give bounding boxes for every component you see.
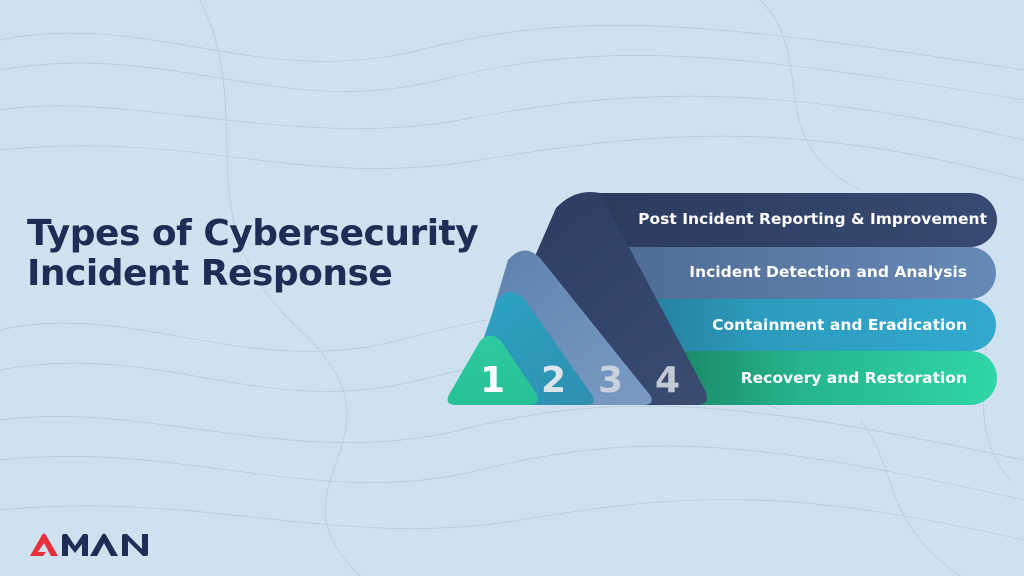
bar-step-3 — [600, 247, 996, 299]
triangle-step-1 — [447, 335, 538, 405]
step-number-1: 1 — [480, 360, 506, 401]
step-number-3: 3 — [598, 360, 624, 401]
bar-label-step-3: Incident Detection and Analysis — [689, 263, 967, 281]
title-line-1: Types of Cybersecurity — [27, 213, 479, 254]
bar-label-step-4: Post Incident Reporting & Improvement — [638, 210, 987, 228]
bar-label-step-1: Recovery and Restoration — [740, 369, 967, 387]
bar-step-2 — [600, 299, 996, 351]
title-line-2: Incident Response — [27, 253, 393, 294]
step-number-4: 4 — [655, 360, 681, 401]
bar-label-step-2: Containment and Eradication — [712, 316, 967, 334]
step-number-2: 2 — [541, 360, 567, 401]
bar-step-4 — [600, 193, 997, 247]
bar-step-1 — [640, 351, 997, 405]
logo-mark-icon — [30, 533, 148, 556]
aman-logo — [28, 532, 158, 562]
page-title: Types of Cybersecurity Incident Response — [27, 213, 479, 294]
